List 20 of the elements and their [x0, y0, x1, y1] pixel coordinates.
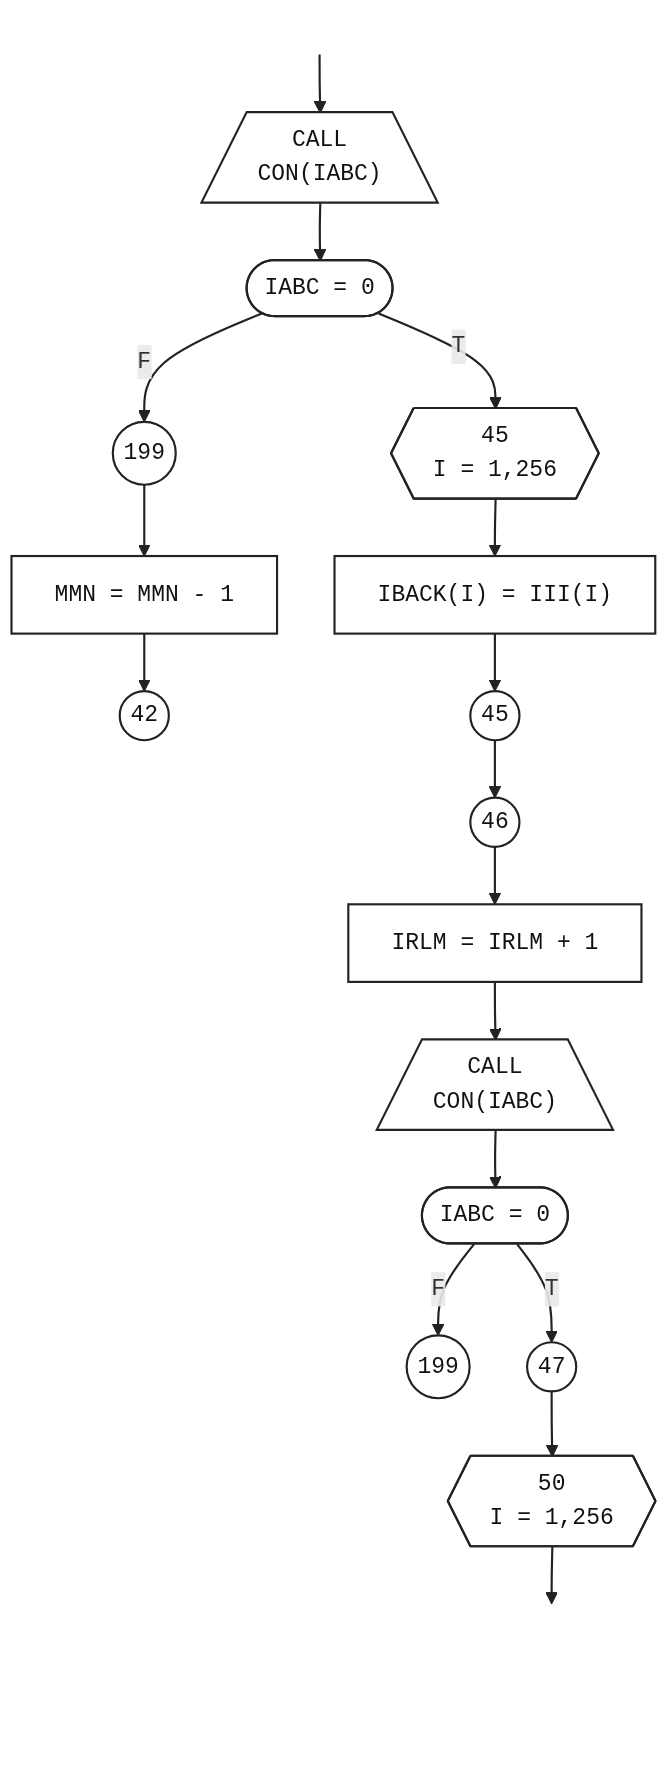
edge-label: T	[451, 333, 466, 360]
arrow	[488, 633, 502, 692]
node-circle: 47	[526, 1341, 578, 1393]
node-circle: 42	[118, 690, 170, 742]
node-circle: 45	[469, 690, 521, 742]
arrow	[431, 1243, 475, 1336]
node-circle: 199	[111, 420, 177, 486]
node-circle: 199	[405, 1334, 471, 1400]
edge-label: F	[137, 349, 152, 375]
arrow	[545, 1546, 558, 1605]
node-box: IBACK(I) = III(I)	[333, 554, 657, 635]
edge-label: T	[544, 1276, 559, 1303]
edge-label: F	[431, 1276, 446, 1303]
node-box: IRLM = IRLM + 1	[347, 903, 643, 983]
arrow	[488, 846, 502, 905]
arrow	[488, 499, 502, 557]
node-box: MMN = MMN - 1	[10, 554, 279, 635]
arrow	[137, 633, 151, 692]
node-circle: 46	[469, 796, 521, 848]
arrow	[137, 484, 151, 557]
